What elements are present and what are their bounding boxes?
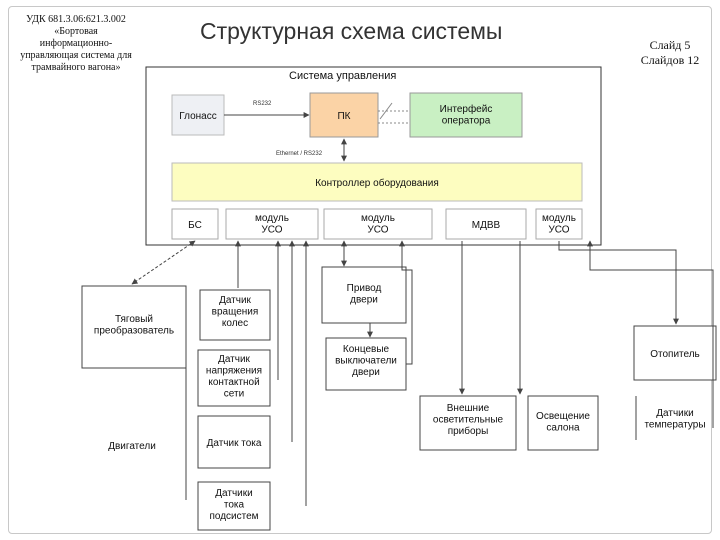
door-limit-switches-block <box>325 337 407 391</box>
slide-number: Слайд 5 Слайдов 12 <box>640 38 700 67</box>
temperature-uso3-link <box>587 240 714 428</box>
control-system-label: Система управления <box>289 70 396 82</box>
controller-label: Контроллер оборудования <box>315 177 439 189</box>
heater-label: Отопитель <box>650 349 700 360</box>
slide-title: Структурная схема системы <box>200 18 503 44</box>
exterior-lighting-block <box>419 395 517 451</box>
current-sensor-label: Датчик тока <box>207 438 262 449</box>
engines-label: Двигатели <box>108 441 156 452</box>
bs-block <box>171 208 219 240</box>
controller-block <box>171 162 583 202</box>
control-system-frame <box>145 66 602 246</box>
wheel-rotation-sensor-block <box>199 289 271 341</box>
switch-uso2-link <box>399 240 413 365</box>
pk-block <box>309 92 379 138</box>
rs232-label: RS232 <box>253 101 272 107</box>
operator-interface-block <box>409 92 523 138</box>
current-sensor-block <box>197 415 271 469</box>
bs-traction-link <box>131 240 196 285</box>
heater-block <box>633 325 717 381</box>
pk-operator-slash <box>379 102 393 120</box>
cabin-lighting-block <box>527 395 599 451</box>
bs-label: БС <box>188 220 202 231</box>
uso-module-2-block <box>323 208 433 240</box>
uso-module-3-block <box>535 208 583 240</box>
subsystem-current-sensors-block <box>197 481 271 531</box>
udk-caption: УДК 681.3.06:621.3.002 «Бортовая информа… <box>20 14 132 73</box>
traction-converter-block <box>81 285 187 369</box>
ethernet-rs232-label: Ethernet / RS232 <box>276 151 323 157</box>
mdvv-block <box>445 208 527 240</box>
uso3-heater-link <box>558 241 679 325</box>
uso-module-1-block <box>225 208 319 240</box>
mdvv-label: МДВВ <box>472 220 501 231</box>
door-drive-block <box>321 266 407 324</box>
glonass-label: Глонасс <box>179 111 216 122</box>
contact-voltage-sensor-block <box>197 349 271 407</box>
pk-label: ПК <box>337 111 350 122</box>
